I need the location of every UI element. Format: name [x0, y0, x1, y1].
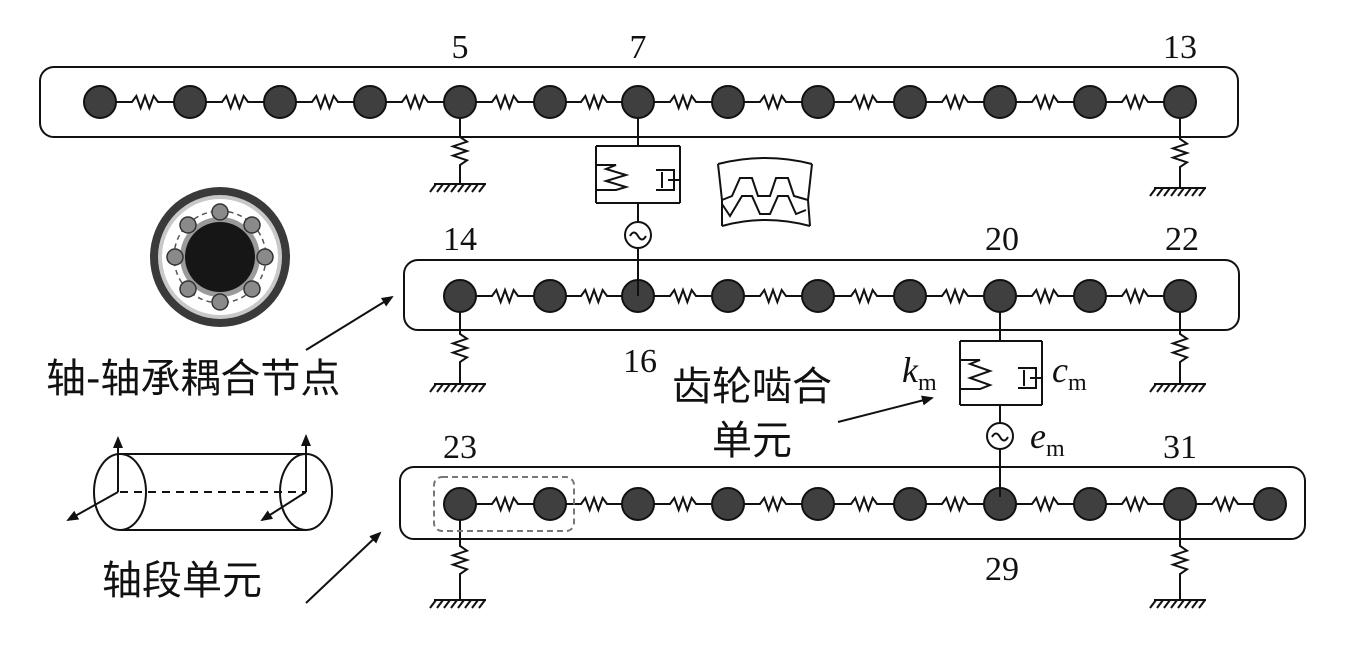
ground-spring [1169, 520, 1191, 600]
shaft-node [263, 85, 297, 119]
bearing-icon [150, 187, 290, 327]
shaft-nodes [83, 85, 1287, 521]
shaft-node [353, 85, 387, 119]
spring-element [834, 287, 894, 305]
shaft-node [801, 85, 835, 119]
caption-mesh-unit-line2: 单元 [712, 418, 792, 464]
shaft-springs [116, 93, 1254, 513]
spring-element [744, 495, 802, 513]
ground-spring [449, 520, 471, 600]
label-node-29: 29 [985, 551, 1019, 588]
shaft-segment-cylinder-icon [66, 434, 333, 531]
gear-teeth-icon [717, 157, 813, 227]
shaft-node [1163, 279, 1197, 313]
mesh-spring-upper [596, 164, 630, 191]
spring-element [654, 93, 712, 111]
spring-element [116, 93, 174, 111]
spring-element [1106, 93, 1164, 111]
shaft-node [893, 85, 927, 119]
label-node-20: 20 [985, 221, 1019, 258]
shaft-node [711, 279, 745, 313]
arrow-shaft-segment [305, 531, 382, 604]
spring-element [566, 93, 622, 111]
shaft-node [533, 487, 567, 521]
shaft-node [711, 85, 745, 119]
shaft-node [1163, 487, 1197, 521]
arrow-mesh-unit [837, 395, 934, 423]
damper-lower-icon [1018, 367, 1042, 389]
shaft-node [1073, 487, 1107, 521]
shaft-node [443, 487, 477, 521]
shaft-node [893, 279, 927, 313]
shaft-node [533, 279, 567, 313]
label-node-7: 7 [630, 29, 647, 66]
spring-element [476, 93, 534, 111]
spring-element [1196, 495, 1254, 513]
shaft-node [1073, 279, 1107, 313]
shaft-node [621, 85, 655, 119]
spring-element [386, 93, 444, 111]
bearing-supports [429, 118, 1206, 609]
shaft-node [801, 487, 835, 521]
spring-element [206, 93, 264, 111]
shaft-node [1253, 487, 1287, 521]
shaft-node [533, 85, 567, 119]
symbol-cm: cm [1052, 350, 1087, 396]
lower-mesh-element [959, 312, 1043, 497]
shaft-segment-highlight [433, 476, 575, 532]
spring-element [744, 287, 802, 305]
label-node-22: 22 [1165, 221, 1199, 258]
spring-element [1106, 495, 1164, 513]
upper-mesh-element [595, 118, 681, 296]
spring-element [566, 287, 622, 305]
shaft-node [621, 487, 655, 521]
damper-upper-icon [656, 169, 680, 191]
spring-element [744, 93, 802, 111]
spring-element [476, 287, 534, 305]
caption-mesh-unit-line1: 齿轮啮合 [672, 364, 832, 410]
ground-spring [1169, 312, 1191, 384]
spring-element [476, 495, 534, 513]
spring-element [834, 93, 894, 111]
mesh-spring-lower [960, 359, 994, 390]
shaft-node [1073, 85, 1107, 119]
label-node-13: 13 [1163, 29, 1197, 66]
spring-element [1106, 287, 1164, 305]
symbol-em: em [1030, 416, 1065, 462]
shaft-node [983, 279, 1017, 313]
shaft-node [711, 487, 745, 521]
shaft-node [1163, 85, 1197, 119]
shaft-node [801, 279, 835, 313]
shaft-node [443, 85, 477, 119]
spring-element [296, 93, 354, 111]
shaft-node [83, 85, 117, 119]
ground-spring [1169, 118, 1191, 188]
spring-element [834, 495, 894, 513]
caption-shaft-segment: 轴段单元 [102, 558, 262, 604]
symbol-km: km [902, 350, 937, 396]
label-node-31: 31 [1163, 429, 1197, 466]
spring-element [1016, 495, 1074, 513]
ground-spring [449, 118, 471, 184]
spring-element [926, 93, 984, 111]
label-node-5: 5 [452, 29, 469, 66]
spring-element [1016, 93, 1074, 111]
shaft-node [893, 487, 927, 521]
spring-element [566, 495, 622, 513]
spring-element [654, 495, 712, 513]
ground-spring [449, 312, 471, 384]
label-node-23: 23 [443, 429, 477, 466]
spring-element [654, 287, 712, 305]
shaft-node [443, 279, 477, 313]
label-node-14: 14 [443, 221, 477, 258]
shaft-node [983, 85, 1017, 119]
spring-element [926, 495, 984, 513]
caption-coupling-node: 轴-轴承耦合节点 [46, 356, 340, 402]
spring-element [926, 287, 984, 305]
arrow-coupling-node [305, 295, 394, 351]
spring-element [1016, 287, 1074, 305]
shaft-node [173, 85, 207, 119]
label-node-16: 16 [623, 343, 657, 380]
